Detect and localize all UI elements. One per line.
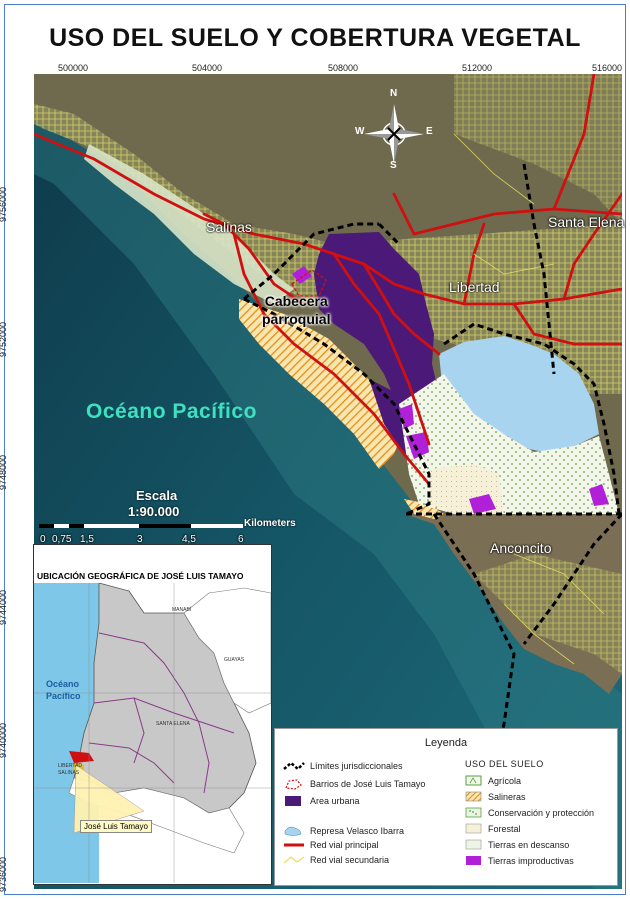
legend-item: Tierras improductivas xyxy=(465,855,574,866)
compass-e-label: E xyxy=(426,126,433,137)
x-tick: 504000 xyxy=(192,63,223,73)
place-label-cabecera: Cabecera parroquial xyxy=(262,293,331,327)
y-tick: 9736000 xyxy=(0,856,8,892)
x-tick: 512000 xyxy=(462,63,493,73)
legend-item: Límites jurisdiccionales xyxy=(283,761,403,771)
inset-region-label: SALINAS xyxy=(58,770,80,776)
conservation-swatch-icon xyxy=(465,807,482,818)
scale-tick: 0 xyxy=(40,534,46,545)
legend-item: Forestal xyxy=(465,823,521,834)
compass-s-label: S xyxy=(390,160,397,171)
forest-swatch-icon xyxy=(465,823,482,834)
place-label-anconcito: Anconcito xyxy=(490,540,552,556)
legend-item: Area urbana xyxy=(283,795,360,807)
legend-item: Represa Velasco Ibarra xyxy=(283,825,404,837)
legend-item: Barrios de José Luis Tamayo xyxy=(283,778,425,790)
legend: Leyenda Límites jurisdiccionales Barrios… xyxy=(274,728,618,886)
x-tick: 508000 xyxy=(328,63,359,73)
y-tick: 9752000 xyxy=(0,321,8,357)
unproductive-land xyxy=(589,484,609,506)
main-roads xyxy=(34,74,622,486)
inset-map xyxy=(34,583,271,883)
scale-unit: Kilometers xyxy=(244,518,296,529)
reservoir xyxy=(439,336,599,454)
legend-item: Red vial secundaria xyxy=(283,855,389,865)
map-title: USO DEL SUELO Y COBERTURA VEGETAL xyxy=(49,24,581,52)
scale-tick: 4,5 xyxy=(182,534,196,545)
place-label-libertad: Libertad xyxy=(449,279,500,295)
shallow-water xyxy=(34,114,622,889)
legend-title: Leyenda xyxy=(424,737,468,749)
legend-section-title: USO DEL SUELO xyxy=(465,759,544,769)
secondary-roads xyxy=(453,133,605,665)
compass-n-label: N xyxy=(390,88,398,99)
scale-tick: 1,5 xyxy=(80,534,94,545)
barrios-outline xyxy=(291,269,327,297)
scale-tick: 0,75 xyxy=(52,534,72,545)
barrios-polygon-icon xyxy=(285,779,302,790)
y-tick: 9744000 xyxy=(0,589,8,625)
salineras-zone xyxy=(239,299,404,469)
inset-ocean-label-1: Océano xyxy=(46,679,80,689)
place-label-santa-elena: Santa Elena xyxy=(548,214,625,230)
legend-item: Agrícola xyxy=(465,775,521,786)
secondary-road-icon xyxy=(283,856,305,864)
inset-ocean-label-2: Pacífico xyxy=(46,691,81,701)
scale-title: Escala xyxy=(136,488,178,503)
y-tick: 9748000 xyxy=(0,454,8,490)
inset-region-label: LIBERTAD xyxy=(58,763,82,769)
scale-tick: 6 xyxy=(238,534,244,545)
x-tick: 500000 xyxy=(58,63,89,73)
inset-callout: José Luis Tamayo xyxy=(80,820,152,833)
fallow-land-swatch-icon xyxy=(465,839,482,850)
reservoir-swatch-icon xyxy=(284,826,302,836)
salineras-swatch-icon xyxy=(465,791,482,802)
inset-region-label: MANABÍ xyxy=(172,607,192,613)
urban-fabric-north xyxy=(454,74,622,224)
legend-item: Tierras en descanso xyxy=(465,839,569,850)
scale-tick: 3 xyxy=(137,534,143,545)
legend-item: Conservación y protección xyxy=(465,807,594,818)
urban-area-swatch-icon xyxy=(285,796,301,806)
y-tick: 9756000 xyxy=(0,186,8,222)
y-tick: 9740000 xyxy=(0,722,8,758)
inset-region-label: SANTA ELENA xyxy=(156,721,190,727)
legend-item: Salineras xyxy=(465,791,526,802)
urban-area xyxy=(314,232,439,424)
scale-ratio: 1:90.000 xyxy=(128,504,180,519)
inset-title: UBICACIÓN GEOGRÁFICA DE JOSÉ LUIS TAMAYO xyxy=(37,571,244,581)
location-inset: UBICACIÓN GEOGRÁFICA DE JOSÉ LUIS TAMAYO… xyxy=(33,544,272,885)
unproductive-swatch-icon xyxy=(466,856,481,865)
unproductive-land xyxy=(292,266,312,284)
agricultural-swatch-icon xyxy=(465,775,482,786)
scale-bar xyxy=(39,524,243,528)
unproductive-land xyxy=(469,494,496,514)
main-road-icon xyxy=(284,843,304,847)
legend-item: Red vial principal xyxy=(283,840,379,850)
place-label-salinas: Salinas xyxy=(206,219,252,235)
compass-w-label: W xyxy=(355,126,365,137)
dashed-line-icon xyxy=(283,761,305,771)
x-tick: 516000 xyxy=(592,63,623,73)
north-arrow-icon xyxy=(364,104,424,164)
ocean-label: Océano Pacífico xyxy=(86,400,257,423)
jurisdiction-boundary xyxy=(243,163,622,765)
inset-region-label: GUAYAS xyxy=(224,657,245,663)
map-frame xyxy=(4,4,626,895)
